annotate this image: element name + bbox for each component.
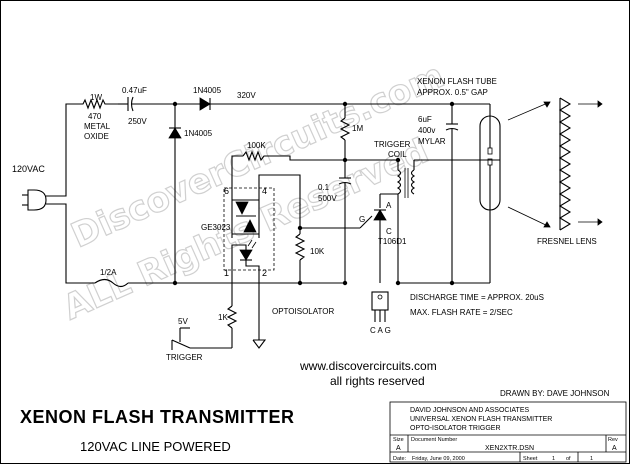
company-line2: UNIVERSAL XENON FLASH TRANSMITTER <box>410 416 552 423</box>
date-value: Friday, June 09, 2000 <box>412 456 465 462</box>
label-scr-a: A <box>386 201 392 210</box>
label-diode-vert: 1N4005 <box>184 129 213 138</box>
date-label: Date: <box>393 456 407 462</box>
label-mylar: MYLAR <box>418 137 446 146</box>
doc-label: Document Number <box>411 437 457 443</box>
label-res-10k: 10K <box>310 247 325 256</box>
doc-value: XEN2XTR.DSN <box>485 445 534 452</box>
component-labels: 120VAC 1W 470 METAL OXIDE 0.47uF 250V 1N… <box>12 77 597 362</box>
label-cap-250v: 250V <box>128 117 147 126</box>
label-resistor-1w: 1W <box>90 93 102 102</box>
opto-box <box>223 187 275 271</box>
sheet-label: Sheet <box>523 456 538 462</box>
of-value: 1 <box>590 456 593 462</box>
rev-value: A <box>612 445 617 452</box>
label-cap-400v: 400v <box>418 126 435 135</box>
label-cap-500v: 500V <box>318 194 337 203</box>
label-res-1m: 1M <box>352 124 363 133</box>
label-oxide: OXIDE <box>84 132 109 141</box>
ac-plug <box>27 189 47 211</box>
label-diode-top: 1N4005 <box>193 86 222 95</box>
label-res-1k: 1K <box>218 313 228 322</box>
label-scr-part: T106D1 <box>378 237 407 246</box>
label-pin6: 6 <box>224 186 229 196</box>
label-trigger: TRIGGER <box>166 353 203 362</box>
label-cag: C A G <box>370 326 391 335</box>
label-flash-rate: MAX. FLASH RATE = 2/SEC <box>410 308 513 317</box>
label-xenon-2: APPROX. 0.5" GAP <box>417 88 488 97</box>
label-fresnel: FRESNEL LENS <box>537 237 597 246</box>
company-line1: DAVID JOHNSON AND ASSOCIATES <box>410 407 529 414</box>
label-metal: METAL <box>84 122 111 131</box>
label-cap-047: 0.47uF <box>122 86 147 95</box>
label-resistor-470: 470 <box>88 112 102 121</box>
label-ac-source: 120VAC <box>12 164 45 174</box>
label-opto-part: GE3023 <box>201 223 231 232</box>
label-pin2: 2 <box>262 268 267 278</box>
size-label: Size <box>393 437 404 443</box>
size-value: A <box>396 445 401 452</box>
label-scr-c: C <box>386 227 392 236</box>
label-trigger-coil-2: COIL <box>388 150 407 159</box>
label-cap-6uf: 6uF <box>418 115 432 124</box>
label-xenon-1: XENON FLASH TUBE <box>417 77 497 86</box>
label-res-100k: 100K <box>247 141 266 150</box>
label-320v: 320V <box>237 91 256 100</box>
label-pin4: 4 <box>262 186 267 196</box>
label-cap-01: 0.1 <box>318 183 330 192</box>
rev-label: Rev <box>608 437 618 443</box>
label-trigger-coil-1: TRIGGER <box>374 140 411 149</box>
website-text: www.discovercircuits.com <box>299 359 437 373</box>
main-title: XENON FLASH TRANSMITTER <box>20 407 295 427</box>
title-block: DAVID JOHNSON AND ASSOCIATES UNIVERSAL X… <box>389 401 627 463</box>
label-optoisolator: OPTOISOLATOR <box>272 307 334 316</box>
company-line3: OPTO-ISOLATOR TRIGGER <box>410 425 501 432</box>
rights-text: all rights reserved <box>330 374 425 388</box>
label-pin1: 1 <box>224 268 229 278</box>
wiring <box>22 96 603 350</box>
of-label: of <box>566 456 571 462</box>
subtitle: 120VAC LINE POWERED <box>80 439 231 454</box>
label-scr-g: G <box>359 215 365 224</box>
label-fuse: 1/2A <box>100 268 117 277</box>
drawn-by: DRAWN BY: DAVE JOHNSON <box>500 389 610 398</box>
label-5v: 5V <box>178 317 188 326</box>
sheet-value: 1 <box>552 456 555 462</box>
label-discharge: DISCHARGE TIME = APPROX. 20uS <box>410 293 544 302</box>
